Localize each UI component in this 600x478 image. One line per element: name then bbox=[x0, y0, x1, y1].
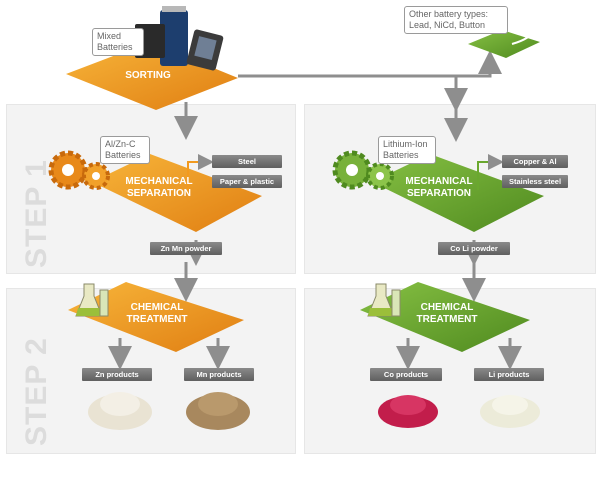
right-mech-line1: MECHANICAL bbox=[405, 176, 473, 187]
gears-icon bbox=[48, 150, 110, 190]
left-powder-tag: Zn Mn powder bbox=[150, 242, 222, 255]
right-chem-line2: TREATMENT bbox=[416, 314, 478, 325]
right-chem-line1: CHEMICAL bbox=[420, 302, 474, 313]
right-output-tag-2: Stainless steel bbox=[502, 175, 568, 188]
right-product-tag-2: Li products bbox=[474, 368, 544, 381]
left-output-tag-2: Paper & plastic bbox=[212, 175, 282, 188]
right-powder-tag: Co Li powder bbox=[438, 242, 510, 255]
left-callout-line2: Batteries bbox=[105, 150, 141, 160]
mixed-batteries-label: Mixed Batteries bbox=[97, 31, 133, 52]
chemistry-flask-icon bbox=[75, 283, 109, 317]
sorting-label: SORTING bbox=[125, 70, 171, 81]
left-chemical-diamond bbox=[68, 282, 244, 352]
left-callout-line1: Al/Zn-C bbox=[105, 139, 136, 149]
right-mechanical-diamond bbox=[372, 154, 544, 232]
left-mechanical-diamond bbox=[92, 154, 262, 232]
right-mech-line2: SEPARATION bbox=[406, 188, 472, 199]
left-mech-line1: MECHANICAL bbox=[125, 176, 193, 187]
left-chem-line1: CHEMICAL bbox=[130, 302, 184, 313]
other-types-line1: Other battery types: bbox=[409, 9, 489, 19]
sorting-diamond bbox=[66, 42, 238, 110]
right-battery-callout: Lithium-Ion Batteries bbox=[378, 136, 436, 164]
right-mechanical-label: MECHANICAL SEPARATION bbox=[384, 176, 494, 200]
other-types-line2: Lead, NiCd, Button bbox=[409, 20, 486, 30]
left-battery-callout: Al/Zn-C Batteries bbox=[100, 136, 150, 164]
left-product-tag-1: Zn products bbox=[82, 368, 152, 381]
powder-heap-icon bbox=[480, 395, 540, 428]
powder-heap-icon bbox=[186, 392, 250, 430]
other-types-diamond bbox=[468, 30, 540, 58]
left-mech-line2: SEPARATION bbox=[126, 188, 192, 199]
right-callout-line1: Lithium-Ion bbox=[383, 139, 428, 149]
right-product-tag-1: Co products bbox=[370, 368, 442, 381]
left-mechanical-label: MECHANICAL SEPARATION bbox=[104, 176, 214, 200]
gears-icon bbox=[332, 150, 394, 190]
left-product-tag-2: Mn products bbox=[184, 368, 254, 381]
chemistry-flask-icon bbox=[367, 283, 401, 317]
left-chemical-label: CHEMICAL TREATMENT bbox=[112, 302, 202, 326]
right-callout-line2: Batteries bbox=[383, 150, 419, 160]
other-types-callout: Other battery types: Lead, NiCd, Button bbox=[404, 6, 508, 34]
right-chemical-diamond bbox=[360, 282, 530, 352]
right-chemical-label: CHEMICAL TREATMENT bbox=[402, 302, 492, 326]
left-chem-line2: TREATMENT bbox=[126, 314, 188, 325]
mixed-batteries-callout: Mixed Batteries bbox=[92, 28, 144, 56]
right-output-tag-1: Copper & Al bbox=[502, 155, 568, 168]
powder-heap-icon bbox=[378, 395, 438, 428]
powder-heap-icon bbox=[88, 392, 152, 430]
left-output-tag-1: Steel bbox=[212, 155, 282, 168]
